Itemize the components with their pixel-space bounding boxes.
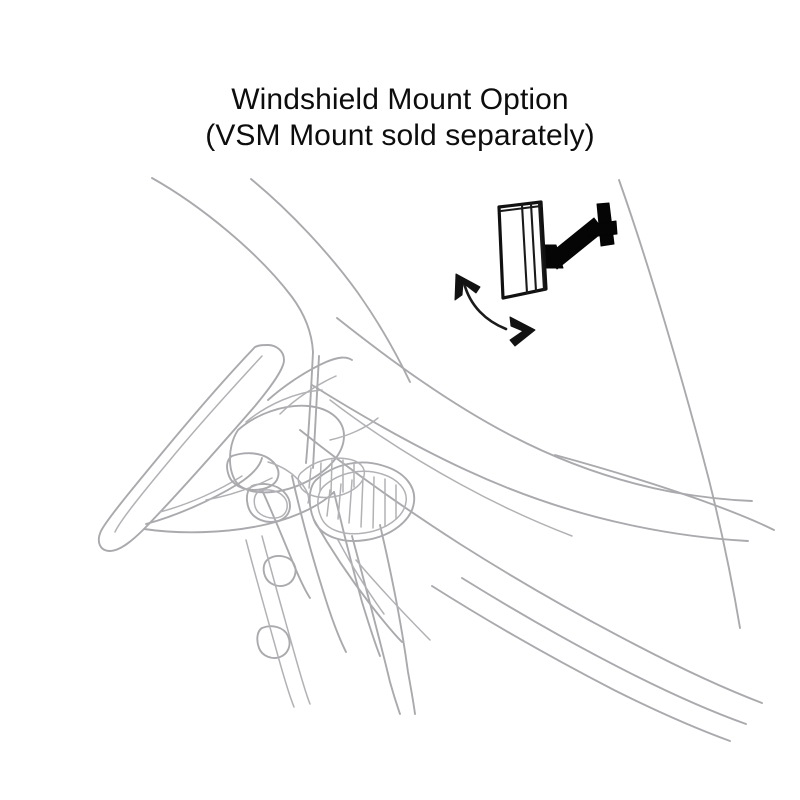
- a-pillar-base-line-2: [312, 355, 320, 469]
- stalk-tip-knob: [246, 483, 291, 523]
- a-pillar-inner-line: [250, 178, 411, 383]
- steering-wheel-group: [97, 344, 379, 599]
- device-top-edge: [499, 204, 543, 213]
- dashboard-top-edge: [336, 317, 753, 502]
- air-vent-inner-frame: [317, 470, 407, 535]
- device-face-line-1: [520, 203, 529, 295]
- air-vent-louver: [360, 476, 364, 528]
- steering-wheel-rim-outer: [97, 344, 285, 552]
- console-diagonal-line-2: [461, 577, 747, 725]
- turn-signal-stalk-arm: [267, 461, 310, 504]
- air-vent-secondary-louver: [308, 467, 312, 489]
- mount-pad-crosspiece: [585, 220, 618, 238]
- dashboard-lower-edge: [299, 429, 763, 704]
- title-line-1: Windshield Mount Option: [231, 83, 569, 116]
- steering-wheel-spoke-left: [145, 457, 263, 525]
- air-vent-lower-trim: [313, 519, 403, 643]
- rotation-arrow-curve: [462, 281, 508, 331]
- rotation-arrow-head-right: [509, 316, 536, 347]
- dash-seam-line: [355, 559, 431, 641]
- wiper-stalk: [262, 555, 297, 587]
- column-support-line-2: [261, 535, 311, 705]
- stalk-tip-knob-inner: [253, 489, 288, 519]
- air-vent-louver: [348, 479, 353, 524]
- page-title: Windshield Mount Option (VSM Mount sold …: [0, 82, 800, 154]
- steering-wheel-rim-inner: [114, 355, 263, 533]
- a-pillar-outer-line: [151, 177, 314, 353]
- radar-detector-device: [497, 200, 548, 300]
- air-vent-louver: [337, 483, 342, 520]
- console-diagonal-line: [431, 585, 731, 742]
- steering-column-shroud: [291, 475, 347, 653]
- air-vent-lower-trim-2: [337, 539, 385, 615]
- steering-wheel-rim-connector: [329, 417, 379, 441]
- air-vent-secondary-louver: [330, 459, 333, 494]
- steering-wheel-hub: [228, 404, 345, 494]
- center-tunnel-left-edge: [379, 524, 416, 715]
- device-face-line-2: [529, 202, 538, 293]
- rotation-arrow: [454, 273, 536, 347]
- column-support-line: [245, 539, 295, 708]
- windshield-lower-frame: [554, 454, 775, 531]
- dashboard-hump-line: [329, 399, 573, 537]
- air-vent-secondary-grille: [297, 457, 366, 499]
- rotation-arrow-head-left: [454, 273, 481, 301]
- air-vent-secondary-louver: [319, 462, 322, 492]
- steering-column-group: [226, 452, 381, 708]
- cluster-edge-line: [205, 477, 273, 501]
- dashboard-group: [299, 317, 763, 742]
- wiper-stalk-lower: [256, 625, 291, 659]
- center-tunnel-left-edge-2: [351, 535, 401, 715]
- steering-column-shroud-2: [333, 491, 381, 657]
- title-line-2: (VSM Mount sold separately): [205, 119, 595, 152]
- windshield-right-edge: [618, 179, 741, 629]
- instrument-trim-group: [205, 389, 431, 641]
- windshield-and-pillar-group: [151, 177, 775, 629]
- cluster-hood-line: [245, 389, 323, 423]
- steering-wheel-spoke-upper: [267, 356, 353, 401]
- air-vent-bezel: [308, 461, 416, 542]
- air-vent-group: [297, 457, 416, 643]
- air-vent-louver: [372, 476, 375, 529]
- steering-wheel-spoke-left-2: [159, 475, 243, 513]
- dashboard-contour-line: [311, 384, 749, 542]
- air-vent-louver: [326, 489, 331, 517]
- device-face-line-3: [537, 201, 546, 292]
- a-pillar-base-line: [305, 351, 314, 464]
- turn-signal-stalk: [226, 452, 280, 491]
